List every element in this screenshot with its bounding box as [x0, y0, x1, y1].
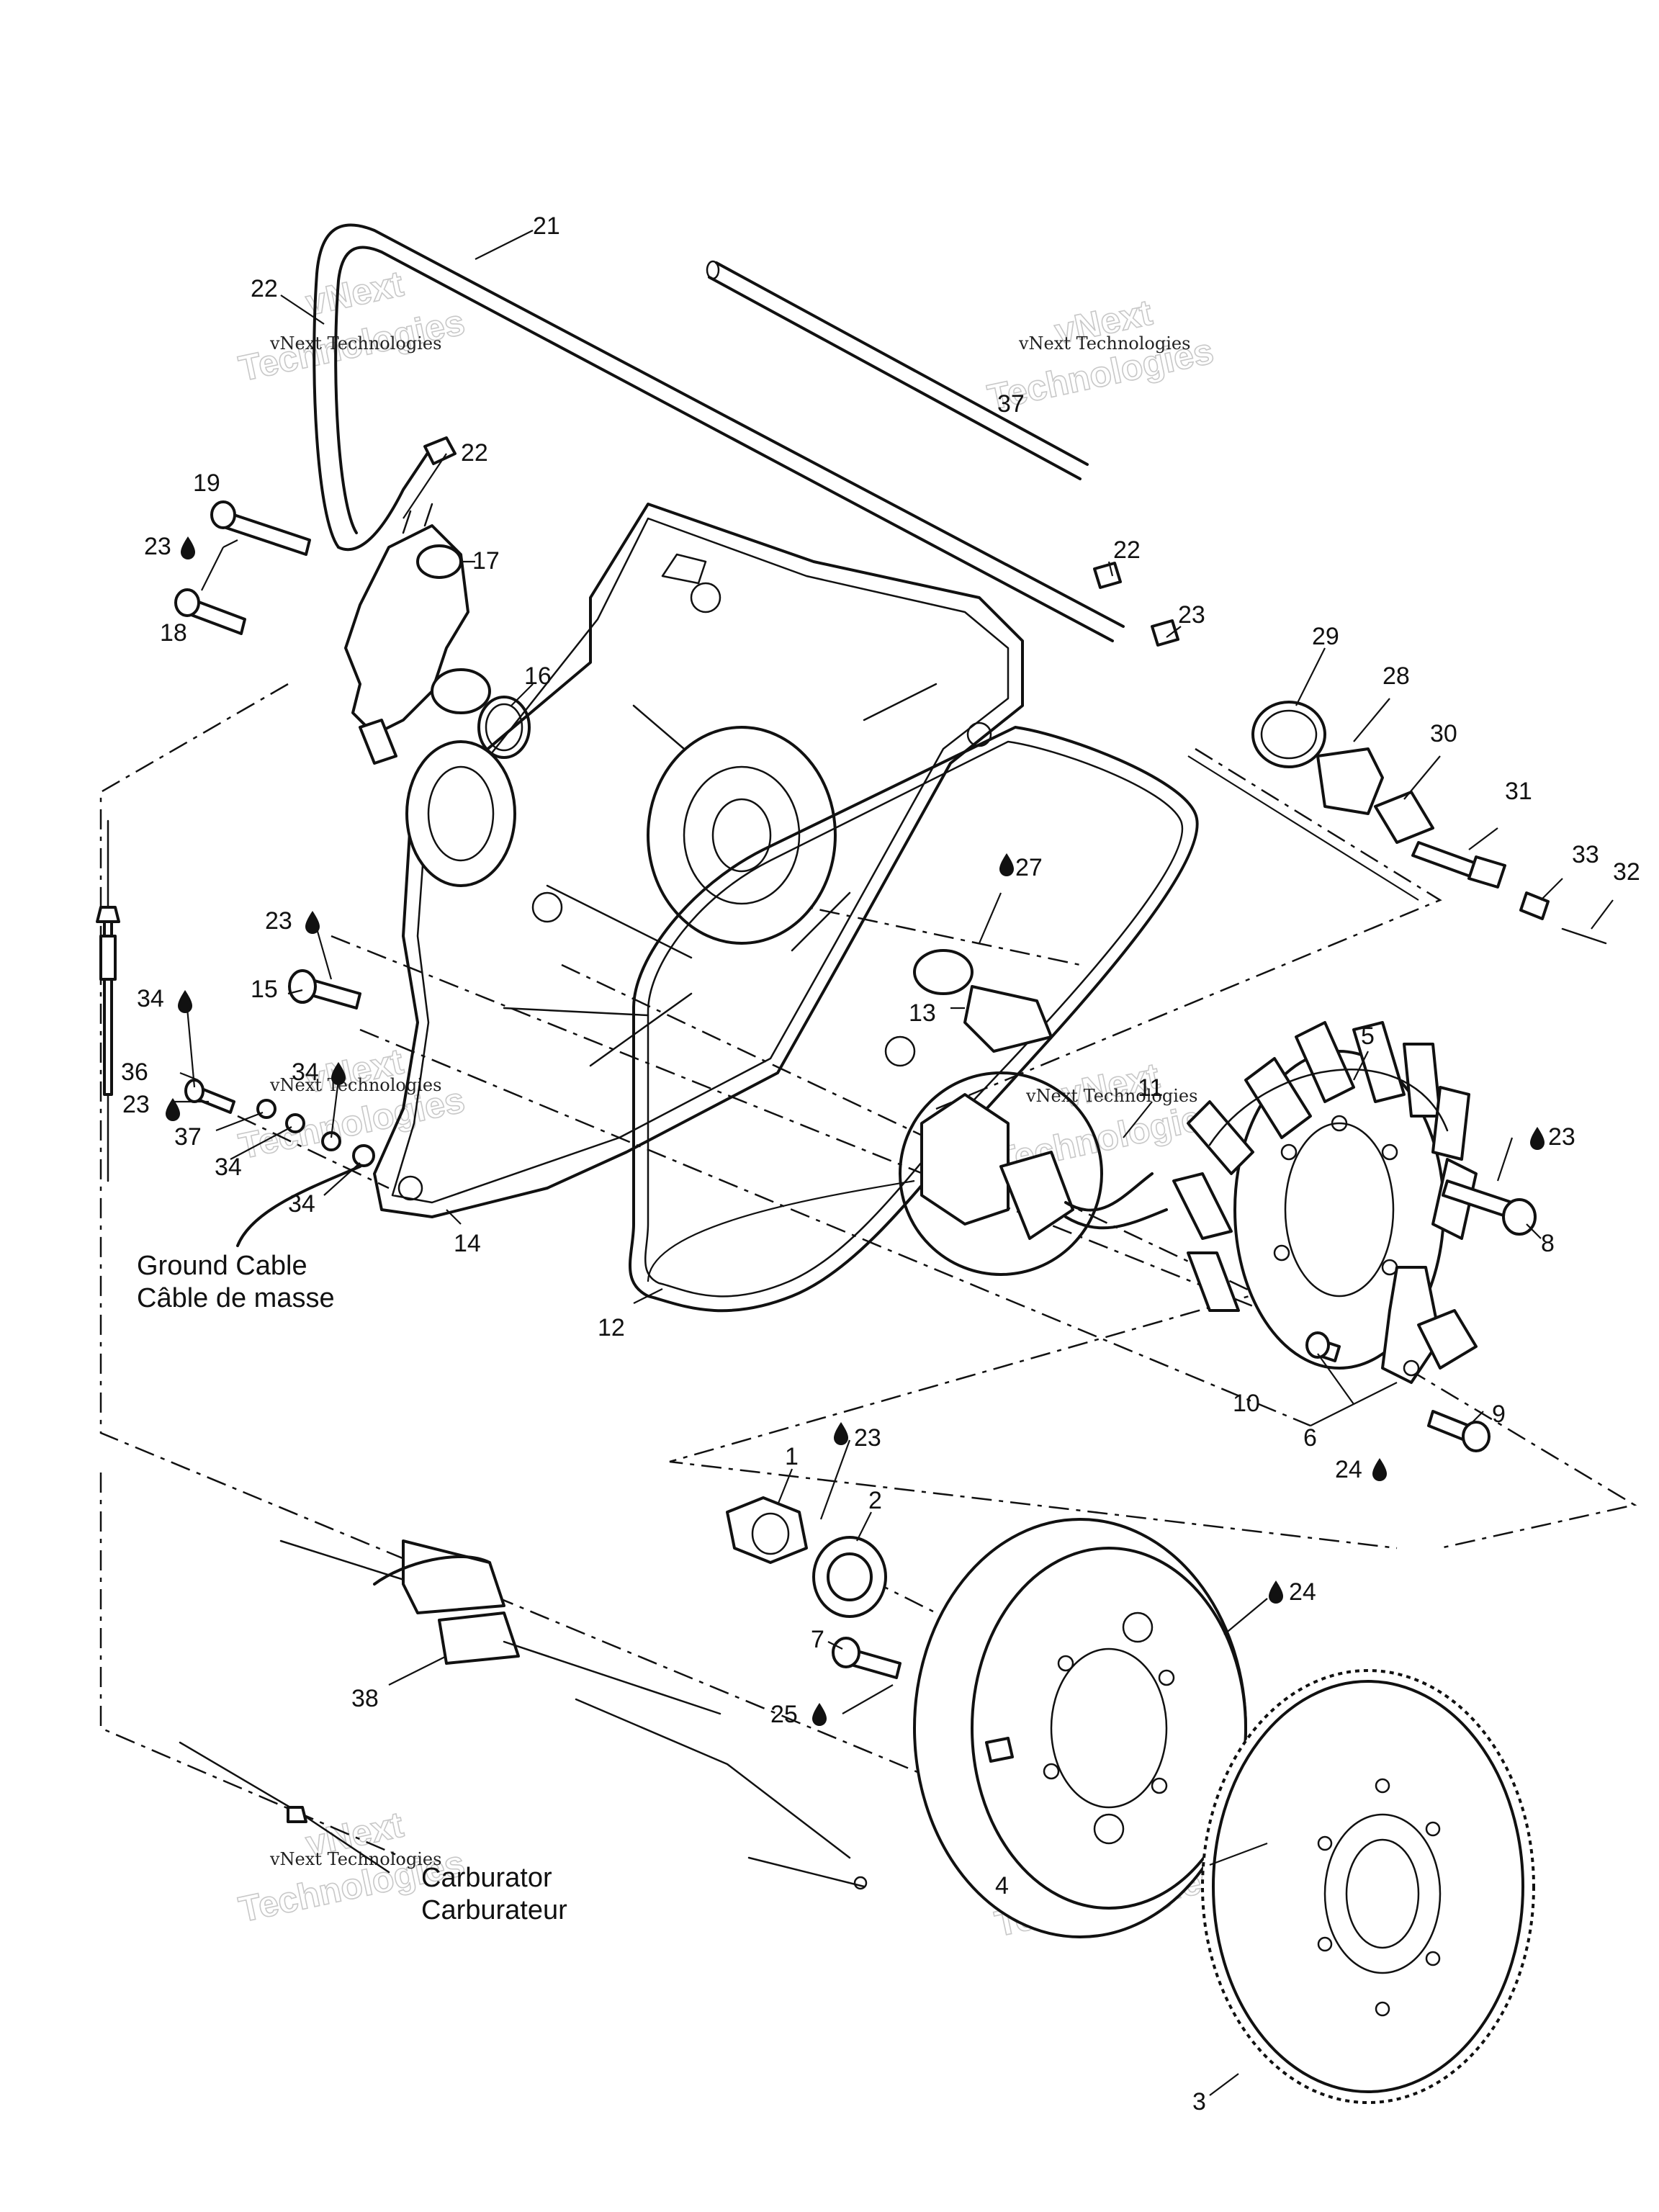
callout-16: 16 — [524, 662, 552, 690]
callout-19: 19 — [193, 469, 220, 497]
caption-carburateur: Carburateur — [421, 1895, 567, 1925]
callout-15: 15 — [251, 976, 278, 1003]
callout-7: 7 — [811, 1626, 824, 1653]
callout-22a: 22 — [461, 439, 488, 467]
flywheel — [913, 1518, 1247, 1938]
callout-2: 2 — [868, 1487, 882, 1514]
callout-5: 5 — [1361, 1022, 1375, 1050]
callout-24a: 24 — [1289, 1578, 1316, 1606]
hose-tube — [706, 260, 1089, 480]
callout-36: 36 — [121, 1058, 148, 1086]
oil-line-hose — [313, 223, 1125, 642]
callout-11: 11 — [1138, 1074, 1163, 1102]
ground-stack — [184, 1079, 375, 1247]
drop-icon — [834, 1422, 848, 1445]
callout-25: 27 — [1015, 854, 1043, 881]
magneto-housing — [373, 503, 1024, 1218]
callout-29: 31 — [1505, 778, 1532, 805]
callout-labels: 21 22 22 19 23 17 18 16 37 22 23 29 28 3… — [121, 212, 1640, 2116]
callout-23e: 23 — [854, 1424, 881, 1452]
lubricant-drop-icons — [166, 536, 1545, 1726]
leader-lines — [173, 230, 1614, 2096]
caption-carburator: Carburator — [421, 1863, 552, 1893]
pickup-bracket — [1381, 1266, 1478, 1384]
watermark-text-top-right: vNext Technologies — [1018, 333, 1190, 354]
rotor-nut-washer — [726, 1496, 887, 1618]
stator — [1172, 1021, 1478, 1370]
callout-8: 8 — [1541, 1230, 1555, 1257]
callout-3: 3 — [1192, 2088, 1206, 2116]
callout-23a: 23 — [144, 533, 171, 560]
callout-14: 14 — [454, 1230, 481, 1257]
drop-icon — [178, 990, 192, 1013]
callout-20: 21 — [533, 212, 560, 240]
callout-1: 1 — [785, 1443, 799, 1470]
oil-pump — [344, 503, 491, 765]
caption-ground-cable: Ground Cable — [137, 1251, 307, 1281]
callout-9: 9 — [1492, 1401, 1506, 1428]
hose-clamps — [423, 436, 1179, 647]
callout-32: 34 — [215, 1154, 242, 1181]
watermark-mid-left: vNext Technologies — [235, 1040, 469, 1167]
drop-icon — [1530, 1127, 1545, 1150]
callout-18: 18 — [160, 619, 187, 647]
drop-icon — [305, 911, 320, 934]
callout-34b: 34 — [292, 1058, 319, 1086]
callout-31: 33 — [1572, 841, 1599, 868]
callout-22c: 23 — [1178, 601, 1205, 629]
callout-23b: 23 — [265, 907, 292, 935]
watermark-top-left: vNext Technologies — [235, 263, 469, 390]
watermark-text-bottom-left: vNext Technologies — [269, 1849, 441, 1869]
pump-o-ring — [477, 696, 531, 759]
ring-gear — [1201, 1669, 1535, 2104]
callout-22b: 22 — [1113, 536, 1141, 564]
callout-27: 29 — [1312, 623, 1339, 650]
callout-35: 37 — [997, 390, 1025, 418]
flywheel-bolt — [832, 1637, 902, 1679]
watermark-text-mid-left: vNext Technologies — [269, 1075, 441, 1095]
sensor-connector-assembly — [1187, 701, 1607, 945]
callout-10: 10 — [1233, 1390, 1260, 1417]
caption-cable-de-masse: Câble de masse — [137, 1283, 335, 1313]
callout-13: 13 — [909, 999, 936, 1027]
housing-gasket — [629, 726, 1199, 1313]
callout-4: 4 — [995, 1872, 1009, 1899]
rotor-cup — [913, 949, 1053, 1053]
drop-icon — [166, 1098, 180, 1121]
callout-17: 17 — [472, 547, 500, 575]
callout-23f: 24 — [1335, 1456, 1362, 1483]
callout-38: 38 — [351, 1685, 379, 1712]
callout-23d: 23 — [1548, 1123, 1575, 1151]
pump-bolts — [174, 500, 311, 635]
callout-21: 22 — [251, 275, 278, 302]
callout-30: 32 — [1613, 858, 1640, 886]
drop-icon — [181, 536, 195, 559]
callout-26: 28 — [1382, 662, 1410, 690]
callout-34a: 34 — [137, 985, 164, 1012]
callout-6: 6 — [1303, 1424, 1317, 1452]
drop-icon — [1269, 1581, 1283, 1604]
fastener-bolts — [288, 969, 1537, 1452]
callout-28: 30 — [1430, 720, 1457, 747]
captions: Ground Cable Câble de masse Carburator C… — [137, 1251, 567, 1925]
callout-23c: 23 — [122, 1091, 150, 1118]
callout-33: 34 — [288, 1190, 315, 1218]
callout-37: 37 — [174, 1123, 202, 1151]
watermark-text-top-left: vNext Technologies — [269, 333, 441, 354]
drop-icon — [331, 1062, 346, 1085]
trigger-coil-detail — [647, 1071, 1168, 1282]
cable-connector — [179, 1539, 868, 1890]
drop-icon — [999, 853, 1014, 876]
drop-icon — [1372, 1458, 1387, 1481]
drop-icon — [812, 1703, 827, 1726]
watermark-text-mid-right: vNext Technologies — [1025, 1086, 1197, 1106]
callout-12: 12 — [598, 1314, 625, 1341]
throttle-cable — [96, 819, 120, 1182]
callout-24b: 25 — [770, 1701, 798, 1728]
